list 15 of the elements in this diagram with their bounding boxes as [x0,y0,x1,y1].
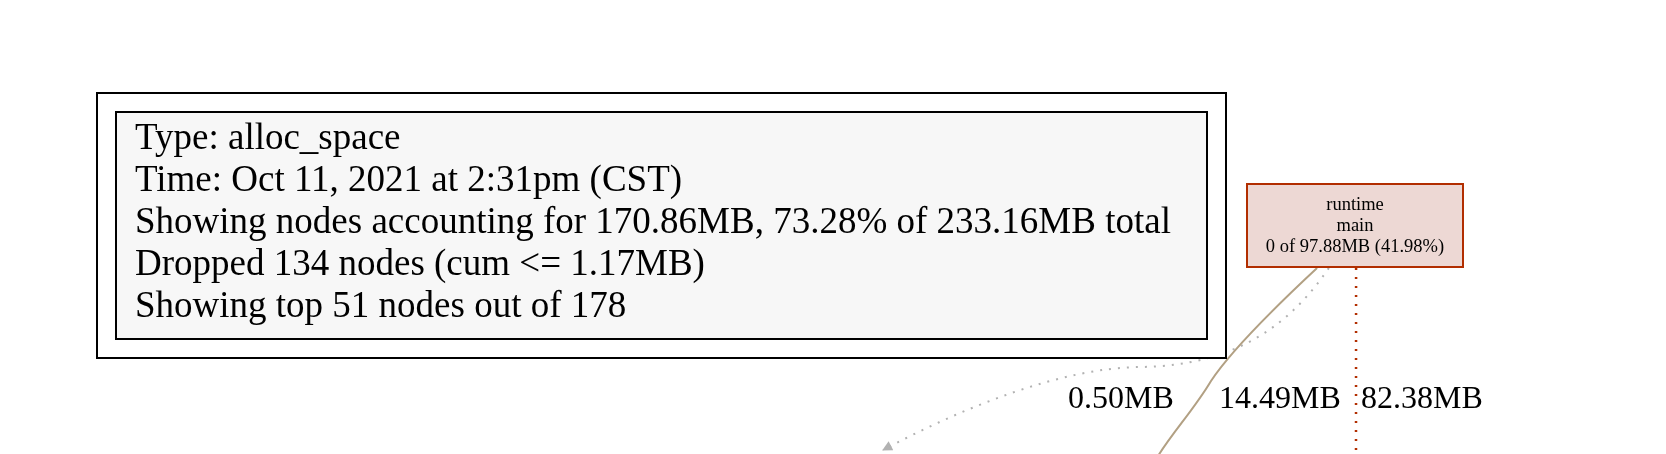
info-text: Showing top 51 nodes out of 178 [135,284,627,326]
edge-label: 14.49MB [1219,381,1341,413]
info-text: Time: Oct 11, 2021 at 2:31pm (CST) [135,158,683,200]
info-text: Showing nodes accounting for 170.86MB, 73.28% of 233.16MB total [135,200,1171,242]
function-node [1246,183,1464,268]
node-stats: 0 of 97.88MB (41.98%) [1265,236,1445,257]
arrow [882,267,1330,451]
function-name: main [1336,215,1374,236]
connector-line [1157,267,1319,454]
info-text: Type: alloc_space [135,116,401,158]
edge-label: 82.38MB [1361,381,1483,413]
info-text: Dropped 134 nodes (cum <= 1.17MB) [135,242,705,284]
legend-frame [96,92,1227,359]
package-name: runtime [1326,194,1384,215]
edge-label: 0.50MB [1068,381,1174,413]
